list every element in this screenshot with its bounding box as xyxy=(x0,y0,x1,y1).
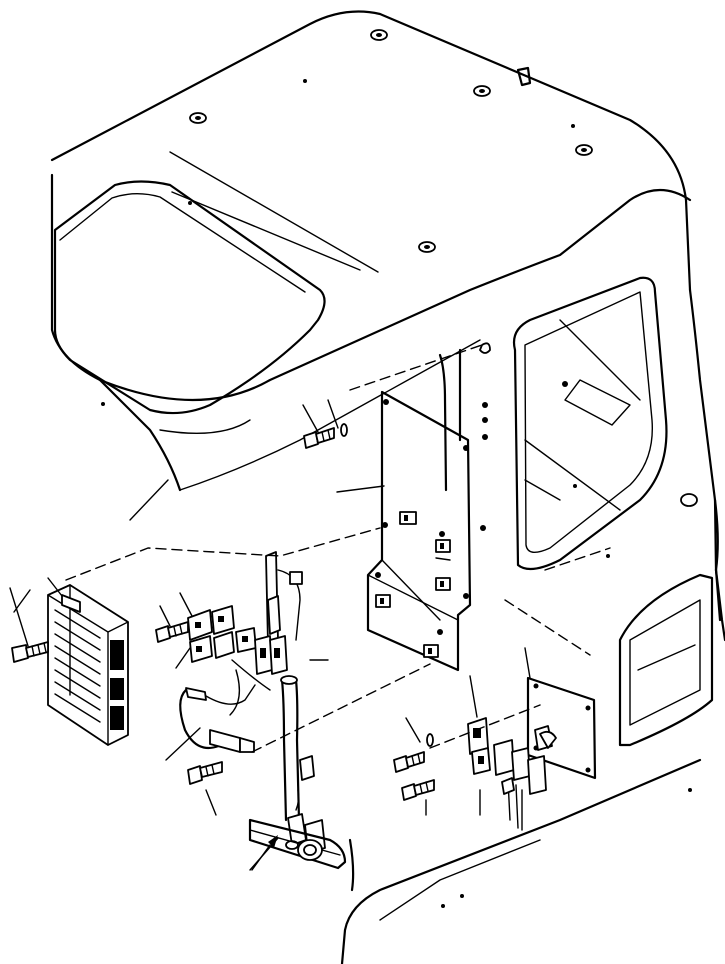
roof-bolt xyxy=(189,112,207,124)
wiring-harness xyxy=(179,551,347,870)
relay-clip xyxy=(399,511,417,525)
sensor-loop xyxy=(179,684,256,753)
dashed-lines xyxy=(65,344,611,753)
harness-bolt xyxy=(155,621,189,643)
relay-clip xyxy=(435,539,451,553)
roof-bolt xyxy=(473,85,491,97)
cab-body xyxy=(50,10,725,964)
roof-bolt xyxy=(370,29,388,41)
plate-bolt xyxy=(303,423,348,449)
right-bracket xyxy=(526,676,597,780)
roof-bolt xyxy=(418,241,436,253)
plate-screw xyxy=(401,779,435,801)
heat-fins xyxy=(54,609,101,723)
relay-cluster xyxy=(187,605,288,675)
relay-clip xyxy=(423,644,439,658)
leader-lines xyxy=(9,399,531,871)
controller-unit xyxy=(47,584,129,746)
plate-bolt xyxy=(393,733,434,773)
relay-clip xyxy=(435,577,451,591)
controller-bolt xyxy=(11,641,49,663)
relay-clip xyxy=(375,594,391,608)
mounting-plate xyxy=(366,390,472,672)
harness-clamp xyxy=(285,813,326,853)
harness-bolt xyxy=(187,761,223,785)
roof-bolt xyxy=(575,144,593,156)
